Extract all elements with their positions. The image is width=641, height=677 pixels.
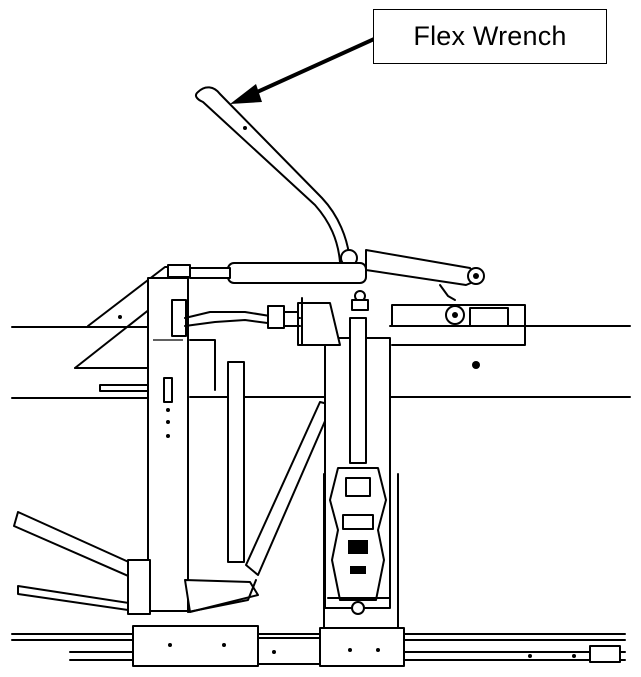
left-column [147, 277, 189, 612]
inner-plate [189, 339, 245, 563]
base-rails [11, 625, 626, 667]
callout-arrow [230, 33, 385, 104]
flex-wrench [194, 86, 358, 267]
callout-label: Flex Wrench [413, 21, 567, 51]
diagonal-strut [184, 401, 333, 613]
hose-linkage [184, 305, 301, 329]
lower-left-strut [13, 511, 151, 615]
right-mount-box [391, 304, 526, 346]
callout-label-box: Flex Wrench [373, 9, 607, 64]
jack-mechanism [323, 467, 399, 641]
hydraulic-cylinder [189, 249, 485, 325]
